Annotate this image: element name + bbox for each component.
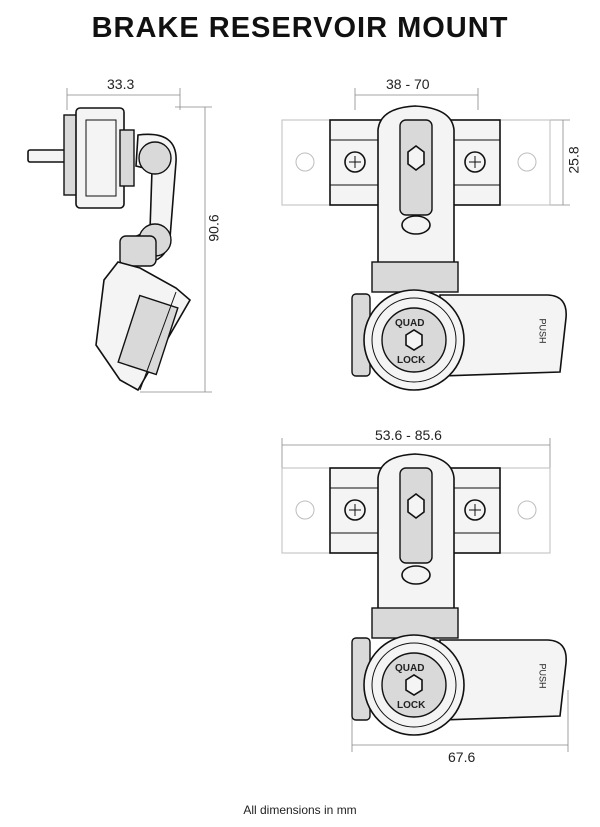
dim-bottom-span: 53.6 - 85.6: [375, 427, 442, 443]
mount-shaft: [27, 149, 69, 163]
release-lever: [439, 294, 567, 377]
brand-label-top: QUAD: [395, 318, 425, 329]
top-front-view: [281, 88, 570, 391]
quad-lock-adaptor-side: [117, 294, 179, 376]
page-title: BRAKE RESERVOIR MOUNT: [91, 12, 509, 44]
push-label-2: PUSH: [537, 663, 548, 689]
dim-top-height: 25.8: [565, 146, 582, 174]
dim-side-width: 33.3: [107, 76, 135, 92]
release-lever-bottom: [439, 639, 567, 721]
brand-label-bottom: LOCK: [397, 355, 426, 366]
dim-bottom-width: 67.6: [448, 749, 476, 765]
push-label: PUSH: [537, 318, 548, 344]
arm-slot: [401, 215, 431, 235]
brand-label-top-2: QUAD: [395, 663, 425, 674]
dim-side-height: 90.6: [205, 214, 222, 242]
side-view: [27, 88, 212, 393]
bottom-front-view: [281, 438, 569, 752]
units-footnote: All dimensions in mm: [243, 803, 357, 817]
arm-pivot-top: [138, 141, 172, 175]
brand-label-bottom-2: LOCK: [397, 700, 426, 711]
clamp-body: [75, 107, 125, 209]
hex-bolt: [407, 145, 425, 171]
dim-top-span: 38 - 70: [386, 76, 430, 92]
hex-bolt-bottom: [407, 493, 425, 519]
